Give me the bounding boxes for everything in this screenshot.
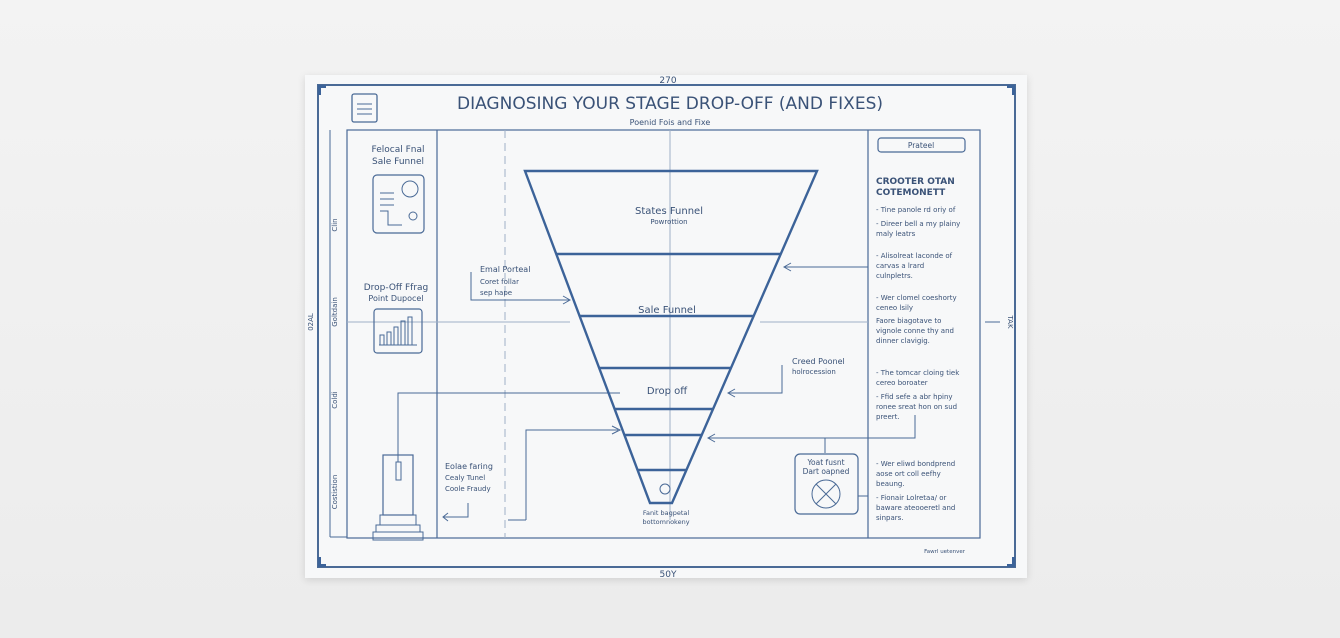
- funnel-drop-label: Drop off: [647, 386, 688, 397]
- footer-note: Fawrl uetenver: [924, 549, 966, 555]
- svg-text:- Fionair Lolretaa/ or: - Fionair Lolretaa/ or: [876, 494, 946, 502]
- svg-text:ceneo lsily: ceneo lsily: [876, 304, 913, 312]
- prateel-button[interactable]: Prateel: [877, 137, 966, 153]
- panel-heading: COTEMONETT: [876, 188, 946, 198]
- svg-text:maly leatrs: maly leatrs: [876, 230, 916, 238]
- top-dimension: 270: [659, 76, 676, 86]
- svg-text:baware ateooeretl and: baware ateooeretl and: [876, 504, 955, 512]
- annotation-text: Coole Fraudy: [445, 485, 491, 493]
- side-label: Goltdain: [331, 297, 339, 327]
- bottom-dimension: 50Y: [660, 570, 677, 580]
- svg-text:- Wer eliwd bondprend: - Wer eliwd bondprend: [876, 460, 955, 468]
- funnel-top-label: States Funnel: [635, 206, 703, 217]
- annotation-text: Coret follar: [480, 278, 519, 286]
- svg-text:culnpletrs.: culnpletrs.: [876, 272, 913, 280]
- card-title: Sale Funnel: [372, 157, 424, 167]
- card-title: Drop-Off Ffrag: [364, 283, 429, 293]
- funnel-caption: bottomnokeny: [642, 518, 689, 526]
- target-icon: [659, 483, 671, 495]
- document-icon: [351, 93, 378, 123]
- badge-text: Yoat fusnt: [806, 458, 844, 467]
- svg-text:- Direer bell a my plainy: - Direer bell a my plainy: [876, 220, 960, 228]
- svg-text:Faore biagotave to: Faore biagotave to: [876, 317, 941, 325]
- report-icon: [372, 174, 425, 234]
- svg-text:vignole conne thy and: vignole conne thy and: [876, 327, 954, 335]
- card-title: Point Dupocel: [368, 294, 423, 303]
- card-title: Felocal Fnal: [372, 145, 425, 155]
- side-label: Coldi: [331, 391, 339, 409]
- outer-frame: [317, 84, 1016, 568]
- annotation-text: Creed Poonel: [792, 357, 845, 366]
- svg-text:Prateel: Prateel: [908, 141, 934, 150]
- annotation-text: sep hape: [480, 289, 512, 297]
- svg-text:ronee sreat hon on sud: ronee sreat hon on sud: [876, 403, 957, 411]
- svg-text:sinpars.: sinpars.: [876, 514, 904, 522]
- left-dimension: 02AL: [307, 313, 315, 331]
- annotation-text: holrocession: [792, 368, 836, 376]
- funnel-caption: Fanit bagpetal: [643, 509, 690, 517]
- funnel-top-sublabel: Powrottion: [650, 218, 687, 226]
- right-dimension: TAK: [1006, 314, 1014, 329]
- bar-chart-icon: [373, 308, 423, 354]
- svg-text:beaung.: beaung.: [876, 480, 905, 488]
- svg-text:cereo boroater: cereo boroater: [876, 379, 928, 387]
- funnel-mid-label: Sale Funnel: [638, 305, 696, 316]
- content-box: [346, 129, 981, 539]
- badge-box: [794, 453, 859, 515]
- side-label: Clin: [331, 218, 339, 231]
- side-label: Costistion: [331, 475, 339, 510]
- annotation-text: Emal Porteal: [480, 265, 530, 274]
- panel-heading: CROOTER OTAN: [876, 177, 955, 187]
- svg-text:aose ort coll eefhy: aose ort coll eefhy: [876, 470, 941, 478]
- svg-text:- The tomcar cloing tiek: - The tomcar cloing tiek: [876, 369, 960, 377]
- svg-text:- Tine panole rd oriy of: - Tine panole rd oriy of: [876, 206, 956, 214]
- annotation-text: Cealy Tunel: [445, 474, 485, 482]
- svg-text:dinner clavigig.: dinner clavigig.: [876, 337, 930, 345]
- svg-text:carvas a lrard: carvas a lrard: [876, 262, 924, 270]
- page-title: DIAGNOSING YOUR STAGE DROP-OFF (AND FIXE…: [457, 94, 883, 114]
- page-subtitle: Poenid Fois and Fixe: [630, 118, 711, 127]
- corner-marks: [318, 85, 1015, 567]
- funnel: [523, 169, 819, 505]
- badge-text: Dart oapned: [803, 467, 850, 476]
- svg-text:- Wer clomel coeshorty: - Wer clomel coeshorty: [876, 294, 957, 302]
- panel-bullets: - Tine panole rd oriy of - Direer bell a…: [876, 206, 960, 522]
- annotation-text: Eolae faring: [445, 462, 493, 471]
- svg-text:- Alisolreat laconde of: - Alisolreat laconde of: [876, 252, 953, 260]
- svg-text:preert.: preert.: [876, 413, 900, 421]
- svg-text:- Ffid sefe a abr hpiny: - Ffid sefe a abr hpiny: [876, 393, 953, 401]
